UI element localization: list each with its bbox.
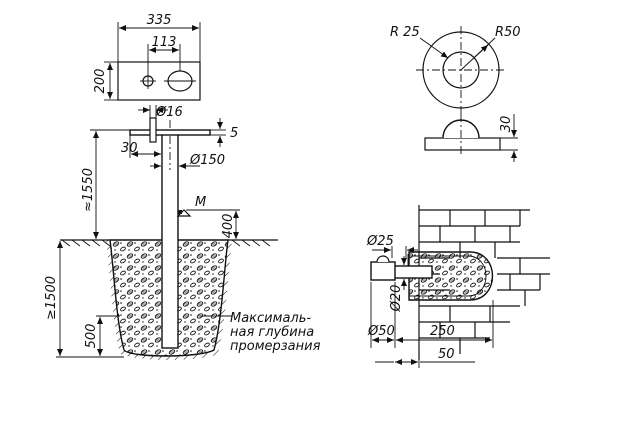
rod [391, 265, 433, 279]
dim-wall-diameter-50: Ø50 [367, 324, 395, 339]
dim-bolt-diameter: Ø16 [155, 105, 183, 120]
cap-base [424, 137, 501, 151]
dim-wall-diameter-20: Ø20 [389, 285, 404, 313]
pipe [161, 133, 179, 349]
plate-plan-view: 335 113 200 [93, 13, 201, 101]
dim-plate-offset: 30 [121, 141, 138, 156]
anchor-block [370, 261, 396, 281]
dim-frost-margin: 500 [84, 324, 99, 349]
dim-inner-radius: R 25 [390, 25, 420, 40]
dim-plate-width: 335 [147, 13, 172, 28]
brick-wall [418, 205, 550, 360]
embedded-concrete [408, 251, 494, 301]
dim-cap-height: 30 [499, 116, 514, 133]
top-plate [129, 129, 211, 136]
dim-wall-length: 250 [430, 324, 455, 339]
plate-outline [117, 61, 201, 101]
dim-wall-offset: 50 [438, 347, 455, 362]
dim-above-ground: ≈1550 [81, 168, 96, 212]
wall-benchmark: Ø25 Ø20 Ø50 250 50 [366, 205, 550, 368]
mark-label: М [195, 195, 206, 210]
dim-outer-radius: R50 [495, 25, 521, 40]
dim-wall-diameter-small: Ø25 [366, 234, 394, 249]
dim-pipe-diameter: Ø150 [189, 153, 225, 168]
frost-label-line-1: Максималь- [230, 311, 311, 326]
dim-plate-thickness: 5 [230, 126, 238, 141]
frost-label-line-3: промерзания [230, 339, 321, 354]
bolt [149, 117, 157, 143]
dim-mark-height: 400 [221, 214, 236, 239]
cap-plan-view: R 25 R50 [390, 25, 521, 114]
dim-plate-height: 200 [93, 69, 108, 94]
cap-elevation: 30 [424, 114, 518, 162]
dim-depth: ≥1500 [44, 276, 59, 320]
post-elevation: М Ø16 5 30 Ø150 ≈1550 400 ≥150 [44, 105, 321, 360]
frost-label-line-2: ная глубина [230, 325, 314, 340]
dim-hole-offset: 113 [152, 35, 177, 50]
